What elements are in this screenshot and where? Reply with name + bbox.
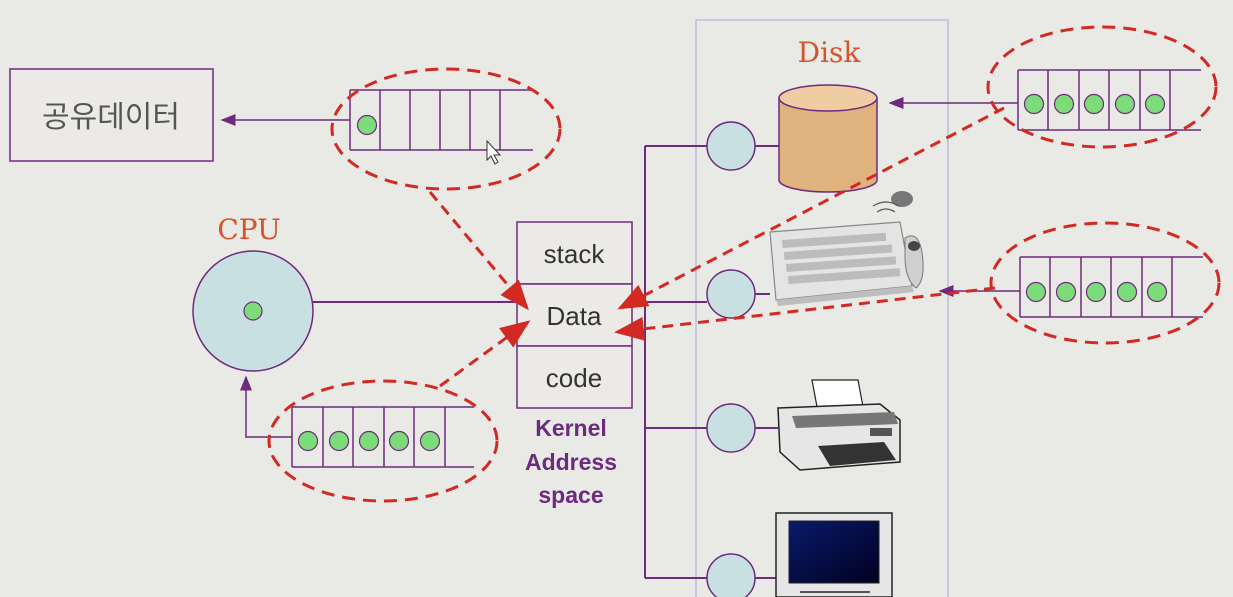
kernel-caption-line: Address bbox=[525, 449, 617, 475]
queue-token bbox=[356, 114, 378, 136]
kernel-stack-segment bbox=[516, 221, 633, 285]
highlight-ellipse-keyboard-queue bbox=[989, 221, 1221, 345]
highlight-ellipse-top bbox=[330, 67, 562, 191]
queue-token bbox=[1055, 281, 1077, 303]
queue-token bbox=[419, 430, 441, 452]
data-access-arrows bbox=[428, 106, 1005, 388]
disk-controller bbox=[706, 121, 756, 171]
shared-data-queue bbox=[349, 89, 533, 151]
shared-data-box: 공유데이터 bbox=[9, 68, 214, 162]
device-panel bbox=[695, 19, 949, 597]
queue-to-cpu-arrow bbox=[240, 375, 292, 438]
queue-token bbox=[358, 430, 380, 452]
queue-token bbox=[1144, 93, 1166, 115]
keyboard-controller bbox=[706, 269, 756, 319]
kernel-caption-line: space bbox=[538, 482, 603, 508]
monitor-icon bbox=[775, 512, 893, 597]
keyboard-queue bbox=[1019, 256, 1203, 318]
printer-icon bbox=[777, 379, 901, 471]
disk-queue bbox=[1017, 69, 1201, 131]
queue-token bbox=[388, 430, 410, 452]
kernel-segment-label: code bbox=[546, 363, 602, 393]
kernel-data-segment bbox=[516, 283, 633, 347]
queue-token bbox=[328, 430, 350, 452]
queue-token bbox=[1116, 281, 1138, 303]
disk-label: Disk bbox=[798, 36, 862, 69]
kernel-segment-label: stack bbox=[544, 239, 606, 269]
monitor-controller bbox=[706, 553, 756, 597]
mouse-icon bbox=[891, 191, 913, 207]
cpu-token bbox=[243, 301, 263, 321]
queue-token bbox=[1053, 93, 1075, 115]
cpu-label: CPU bbox=[217, 213, 280, 246]
shared-data-label: 공유데이터 bbox=[42, 101, 180, 134]
printer-controller bbox=[706, 403, 756, 453]
queue-token bbox=[1146, 281, 1168, 303]
highlight-ellipse-disk-queue bbox=[986, 25, 1218, 149]
cpu-ready-queue bbox=[291, 406, 474, 468]
io-bus bbox=[632, 145, 779, 579]
kernel-caption-line: Kernel bbox=[535, 415, 607, 441]
queue-token bbox=[1085, 281, 1107, 303]
queue-token bbox=[1083, 93, 1105, 115]
disk-icon bbox=[778, 84, 878, 193]
kernel-segment-label: Data bbox=[547, 301, 602, 331]
queue-token bbox=[1114, 93, 1136, 115]
queue-token bbox=[297, 430, 319, 452]
queue-token bbox=[1025, 281, 1047, 303]
kernel-address-space: stack Data code Kernel Address space bbox=[516, 221, 633, 508]
kernel-code-segment bbox=[516, 345, 633, 409]
keyboard-icon bbox=[769, 191, 924, 306]
highlight-ellipse-cpu-queue bbox=[267, 379, 499, 503]
queue-token bbox=[1023, 93, 1045, 115]
mouse-cursor-icon bbox=[486, 139, 502, 165]
